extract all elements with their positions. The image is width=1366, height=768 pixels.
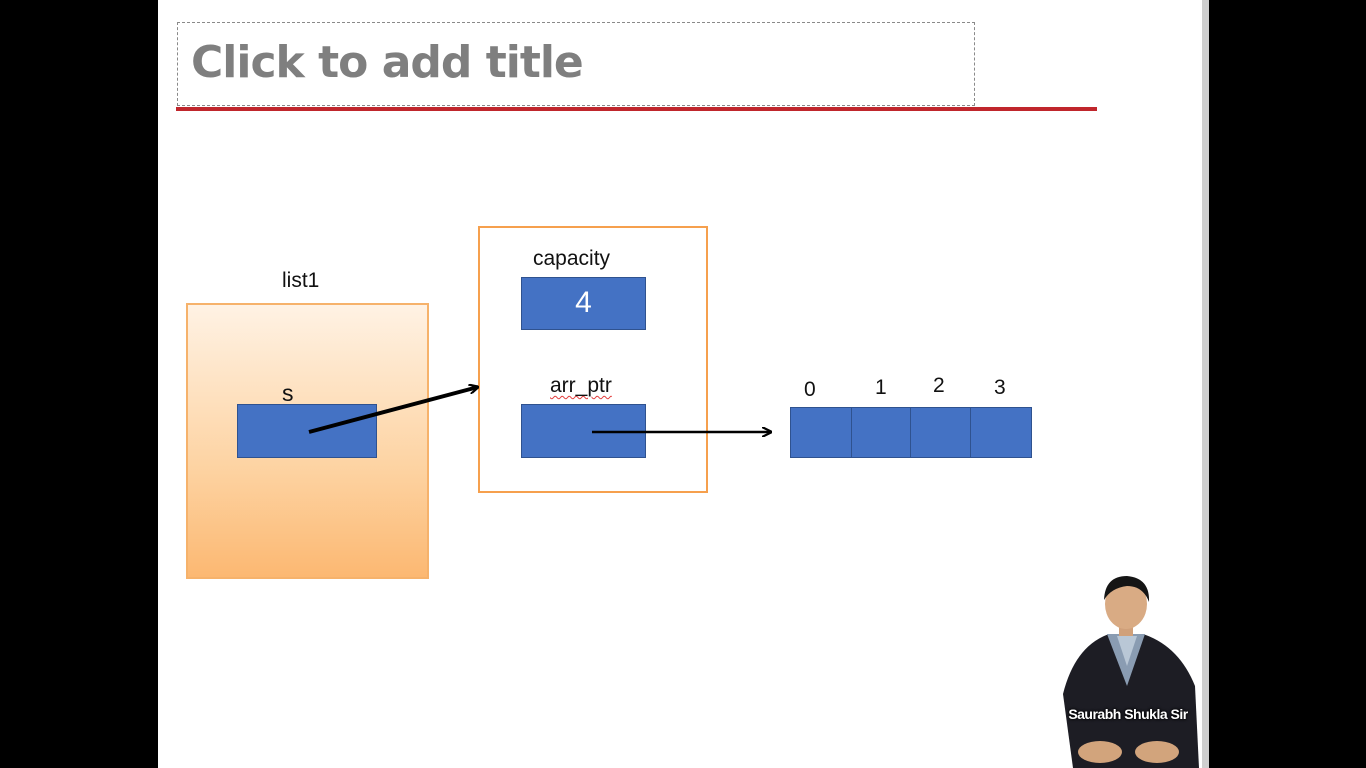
- array-cell-2: [910, 407, 971, 458]
- array-cell-1: [851, 407, 911, 458]
- array-cell-3: [970, 407, 1032, 458]
- arr-ptr-box: [521, 404, 646, 458]
- array-cell-0: [790, 407, 852, 458]
- slide-right-edge: [1202, 0, 1209, 768]
- title-placeholder[interactable]: Click to add title: [177, 22, 975, 106]
- s-pointer-box: [237, 404, 377, 458]
- presentation-slide: Click to add title list1 s capacity 4 ar…: [158, 0, 1202, 768]
- array-index-3: 3: [994, 376, 1006, 399]
- arr-ptr-label: arr_ptr: [550, 374, 612, 398]
- title-underline: [176, 107, 1097, 111]
- array-index-1: 1: [875, 376, 887, 399]
- capacity-label: capacity: [533, 247, 611, 270]
- presenter-overlay: Saurabh Shukla Sir: [1055, 574, 1201, 768]
- presenter-figure: [1063, 576, 1199, 768]
- arr-ptr-text: arr_ptr: [550, 374, 612, 397]
- slide-title: Click to add title: [191, 37, 584, 88]
- array-index-0: 0: [804, 378, 816, 401]
- array-index-2: 2: [933, 374, 945, 397]
- list1-label: list1: [282, 269, 320, 292]
- s-field-label: s: [282, 380, 294, 406]
- presenter-caption: Saurabh Shukla Sir: [1068, 706, 1188, 722]
- capacity-box: 4: [521, 277, 646, 330]
